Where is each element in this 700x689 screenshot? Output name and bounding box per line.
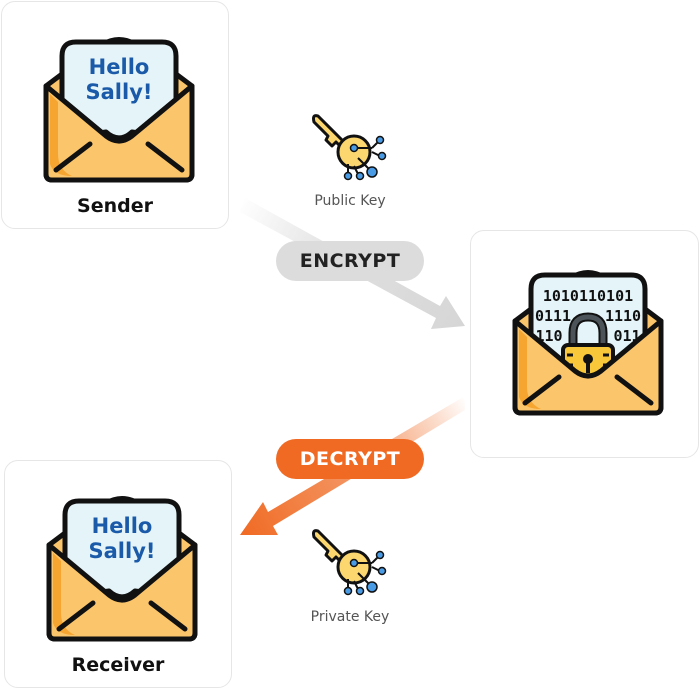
letter-line-1: Hello [92,514,153,538]
binary-row-3: 1110 [605,307,641,325]
decrypt-step-label: DECRYPT [276,439,424,479]
letter-line-2: Sally! [89,539,156,563]
private-key-icon [312,529,387,596]
encrypted-envelope-icon: 1010110101 0111 1110 110 011 [512,270,664,416]
private-key-label: Private Key [310,609,390,625]
binary-row-1: 1010110101 [543,287,633,305]
receiver-card: Hello Sally! Receiver [4,460,232,688]
open-envelope-letter-icon: Hello Sally! [46,496,198,642]
receiver-label: Receiver [71,654,165,676]
binary-row-2: 0111 [535,307,571,325]
letter-line-1: Hello [89,55,150,79]
public-key-label: Public Key [314,193,386,209]
letter-line-2: Sally! [86,80,153,104]
public-key-icon [312,114,387,181]
ciphertext-card: 1010110101 0111 1110 110 011 [470,230,699,458]
sender-card: Hello Sally! Sender [1,1,229,229]
open-envelope-letter-icon: Hello Sally! [43,37,195,183]
encrypt-step-label: ENCRYPT [276,241,424,281]
sender-label: Sender [77,195,153,217]
